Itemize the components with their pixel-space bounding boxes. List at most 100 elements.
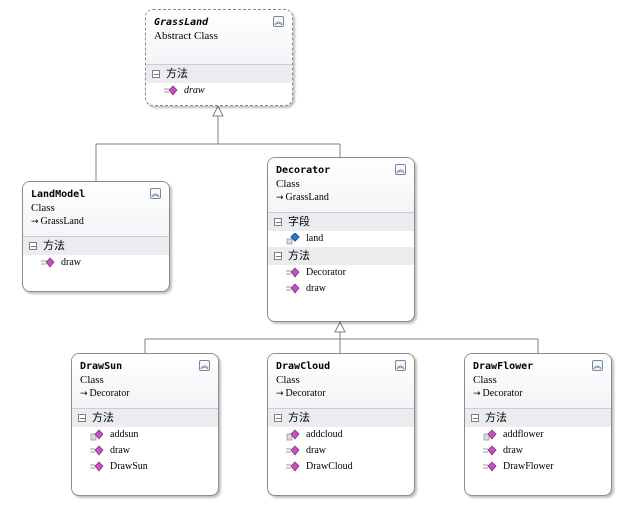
section-title: 方法 (166, 67, 188, 80)
method-icon (41, 257, 55, 269)
class-box-landmodel[interactable]: LandModel Class →GrassLand ︽ − 方法 draw (22, 181, 170, 292)
minus-icon[interactable]: − (29, 242, 37, 251)
class-kind: Abstract Class (154, 30, 218, 42)
class-parent: →Decorator (80, 387, 210, 401)
collapse-icon[interactable]: ︽ (199, 360, 210, 371)
inherits-arrow-icon: → (473, 389, 481, 399)
minus-icon[interactable]: − (274, 414, 282, 423)
member-item[interactable]: DrawSun (72, 459, 218, 475)
class-parent: →GrassLand (276, 191, 406, 205)
method-icon (483, 445, 497, 457)
member-item[interactable]: addsun (72, 427, 218, 443)
parent-name: Decorator (482, 388, 523, 399)
class-parent: →Decorator (473, 387, 603, 401)
class-box-drawsun[interactable]: DrawSun Class →Decorator ︽ − 方法 addsun d… (71, 353, 219, 496)
section-header-methods[interactable]: − 方法 (23, 237, 169, 255)
minus-icon[interactable]: − (152, 70, 160, 79)
section-title: 方法 (92, 411, 114, 424)
member-item[interactable]: draw (268, 443, 414, 459)
parent-name: Decorator (89, 388, 130, 399)
section-title: 字段 (288, 215, 310, 228)
class-body: − 方法 draw (146, 64, 292, 102)
class-kind: Class (80, 374, 104, 386)
section-header-methods[interactable]: − 方法 (72, 409, 218, 427)
member-item[interactable]: land (268, 231, 414, 247)
member-label: draw (306, 283, 326, 294)
method-icon (286, 267, 300, 279)
section-header-fields[interactable]: − 字段 (268, 213, 414, 231)
member-label: DrawFlower (503, 461, 554, 472)
member-label: Decorator (306, 267, 346, 278)
collapse-icon[interactable]: ︽ (395, 164, 406, 175)
parent-name: GrassLand (285, 192, 329, 203)
minus-icon[interactable]: − (78, 414, 86, 423)
class-name: LandModel (31, 189, 86, 200)
member-item[interactable]: DrawFlower (465, 459, 611, 475)
field-icon (286, 233, 300, 245)
minus-icon[interactable]: − (274, 218, 282, 227)
inheritance-arrowhead-grassland (212, 104, 224, 117)
class-parent: →GrassLand (31, 215, 161, 229)
class-box-decorator[interactable]: Decorator Class →GrassLand ︽ − 字段 land −… (267, 157, 415, 322)
member-label: land (306, 233, 324, 244)
inherits-arrow-icon: → (276, 389, 284, 399)
section-title: 方法 (485, 411, 507, 424)
section-header-methods[interactable]: − 方法 (465, 409, 611, 427)
class-header: DrawFlower Class →Decorator ︽ (465, 354, 611, 408)
member-item[interactable]: draw (268, 281, 414, 297)
member-item[interactable]: addcloud (268, 427, 414, 443)
method-icon (90, 445, 104, 457)
member-item[interactable]: draw (23, 255, 169, 271)
class-kind: Class (276, 178, 300, 190)
section-title: 方法 (43, 239, 65, 252)
member-item[interactable]: draw (146, 83, 292, 99)
member-item[interactable]: draw (72, 443, 218, 459)
collapse-icon[interactable]: ︽ (592, 360, 603, 371)
section-header-methods[interactable]: − 方法 (268, 247, 414, 265)
member-item[interactable]: DrawCloud (268, 459, 414, 475)
member-label: draw (61, 257, 81, 268)
class-box-drawflower[interactable]: DrawFlower Class →Decorator ︽ − 方法 addfl… (464, 353, 612, 496)
member-label: draw (110, 445, 130, 456)
class-name: DrawCloud (276, 361, 331, 372)
private-method-icon (483, 429, 497, 441)
member-item[interactable]: draw (465, 443, 611, 459)
private-method-icon (90, 429, 104, 441)
member-label: draw (503, 445, 523, 456)
method-icon (90, 461, 104, 473)
private-method-icon (286, 429, 300, 441)
parent-name: GrassLand (40, 216, 84, 227)
class-box-drawcloud[interactable]: DrawCloud Class →Decorator ︽ − 方法 addclo… (267, 353, 415, 496)
inheritance-arrowhead-decorator (334, 320, 346, 333)
inherits-arrow-icon: → (31, 217, 39, 227)
member-item[interactable]: Decorator (268, 265, 414, 281)
member-label: draw (184, 85, 205, 96)
parent-name: Decorator (285, 388, 326, 399)
class-box-grassland[interactable]: GrassLand Abstract Class ︽ − 方法 draw (145, 9, 293, 106)
method-icon (286, 461, 300, 473)
member-label: addcloud (306, 429, 343, 440)
collapse-icon[interactable]: ︽ (150, 188, 161, 199)
class-body: − 方法 addsun draw DrawSun (72, 408, 218, 478)
class-body: − 方法 addflower draw DrawFlower (465, 408, 611, 478)
collapse-icon[interactable]: ︽ (273, 16, 284, 27)
minus-icon[interactable]: − (274, 252, 282, 261)
class-kind: Class (276, 374, 300, 386)
section-header-methods[interactable]: − 方法 (268, 409, 414, 427)
member-label: addsun (110, 429, 139, 440)
class-body: − 方法 draw (23, 236, 169, 274)
section-header-methods[interactable]: − 方法 (146, 65, 292, 83)
class-kind: Class (31, 202, 55, 214)
member-label: addflower (503, 429, 544, 440)
class-header: DrawSun Class →Decorator ︽ (72, 354, 218, 408)
class-name: DrawSun (80, 361, 123, 372)
member-item[interactable]: addflower (465, 427, 611, 443)
minus-icon[interactable]: − (471, 414, 479, 423)
class-header: Decorator Class →GrassLand ︽ (268, 158, 414, 212)
method-icon (483, 461, 497, 473)
class-header: GrassLand Abstract Class ︽ (146, 10, 292, 64)
collapse-icon[interactable]: ︽ (395, 360, 406, 371)
class-name: DrawFlower (473, 361, 534, 372)
class-header: LandModel Class →GrassLand ︽ (23, 182, 169, 236)
